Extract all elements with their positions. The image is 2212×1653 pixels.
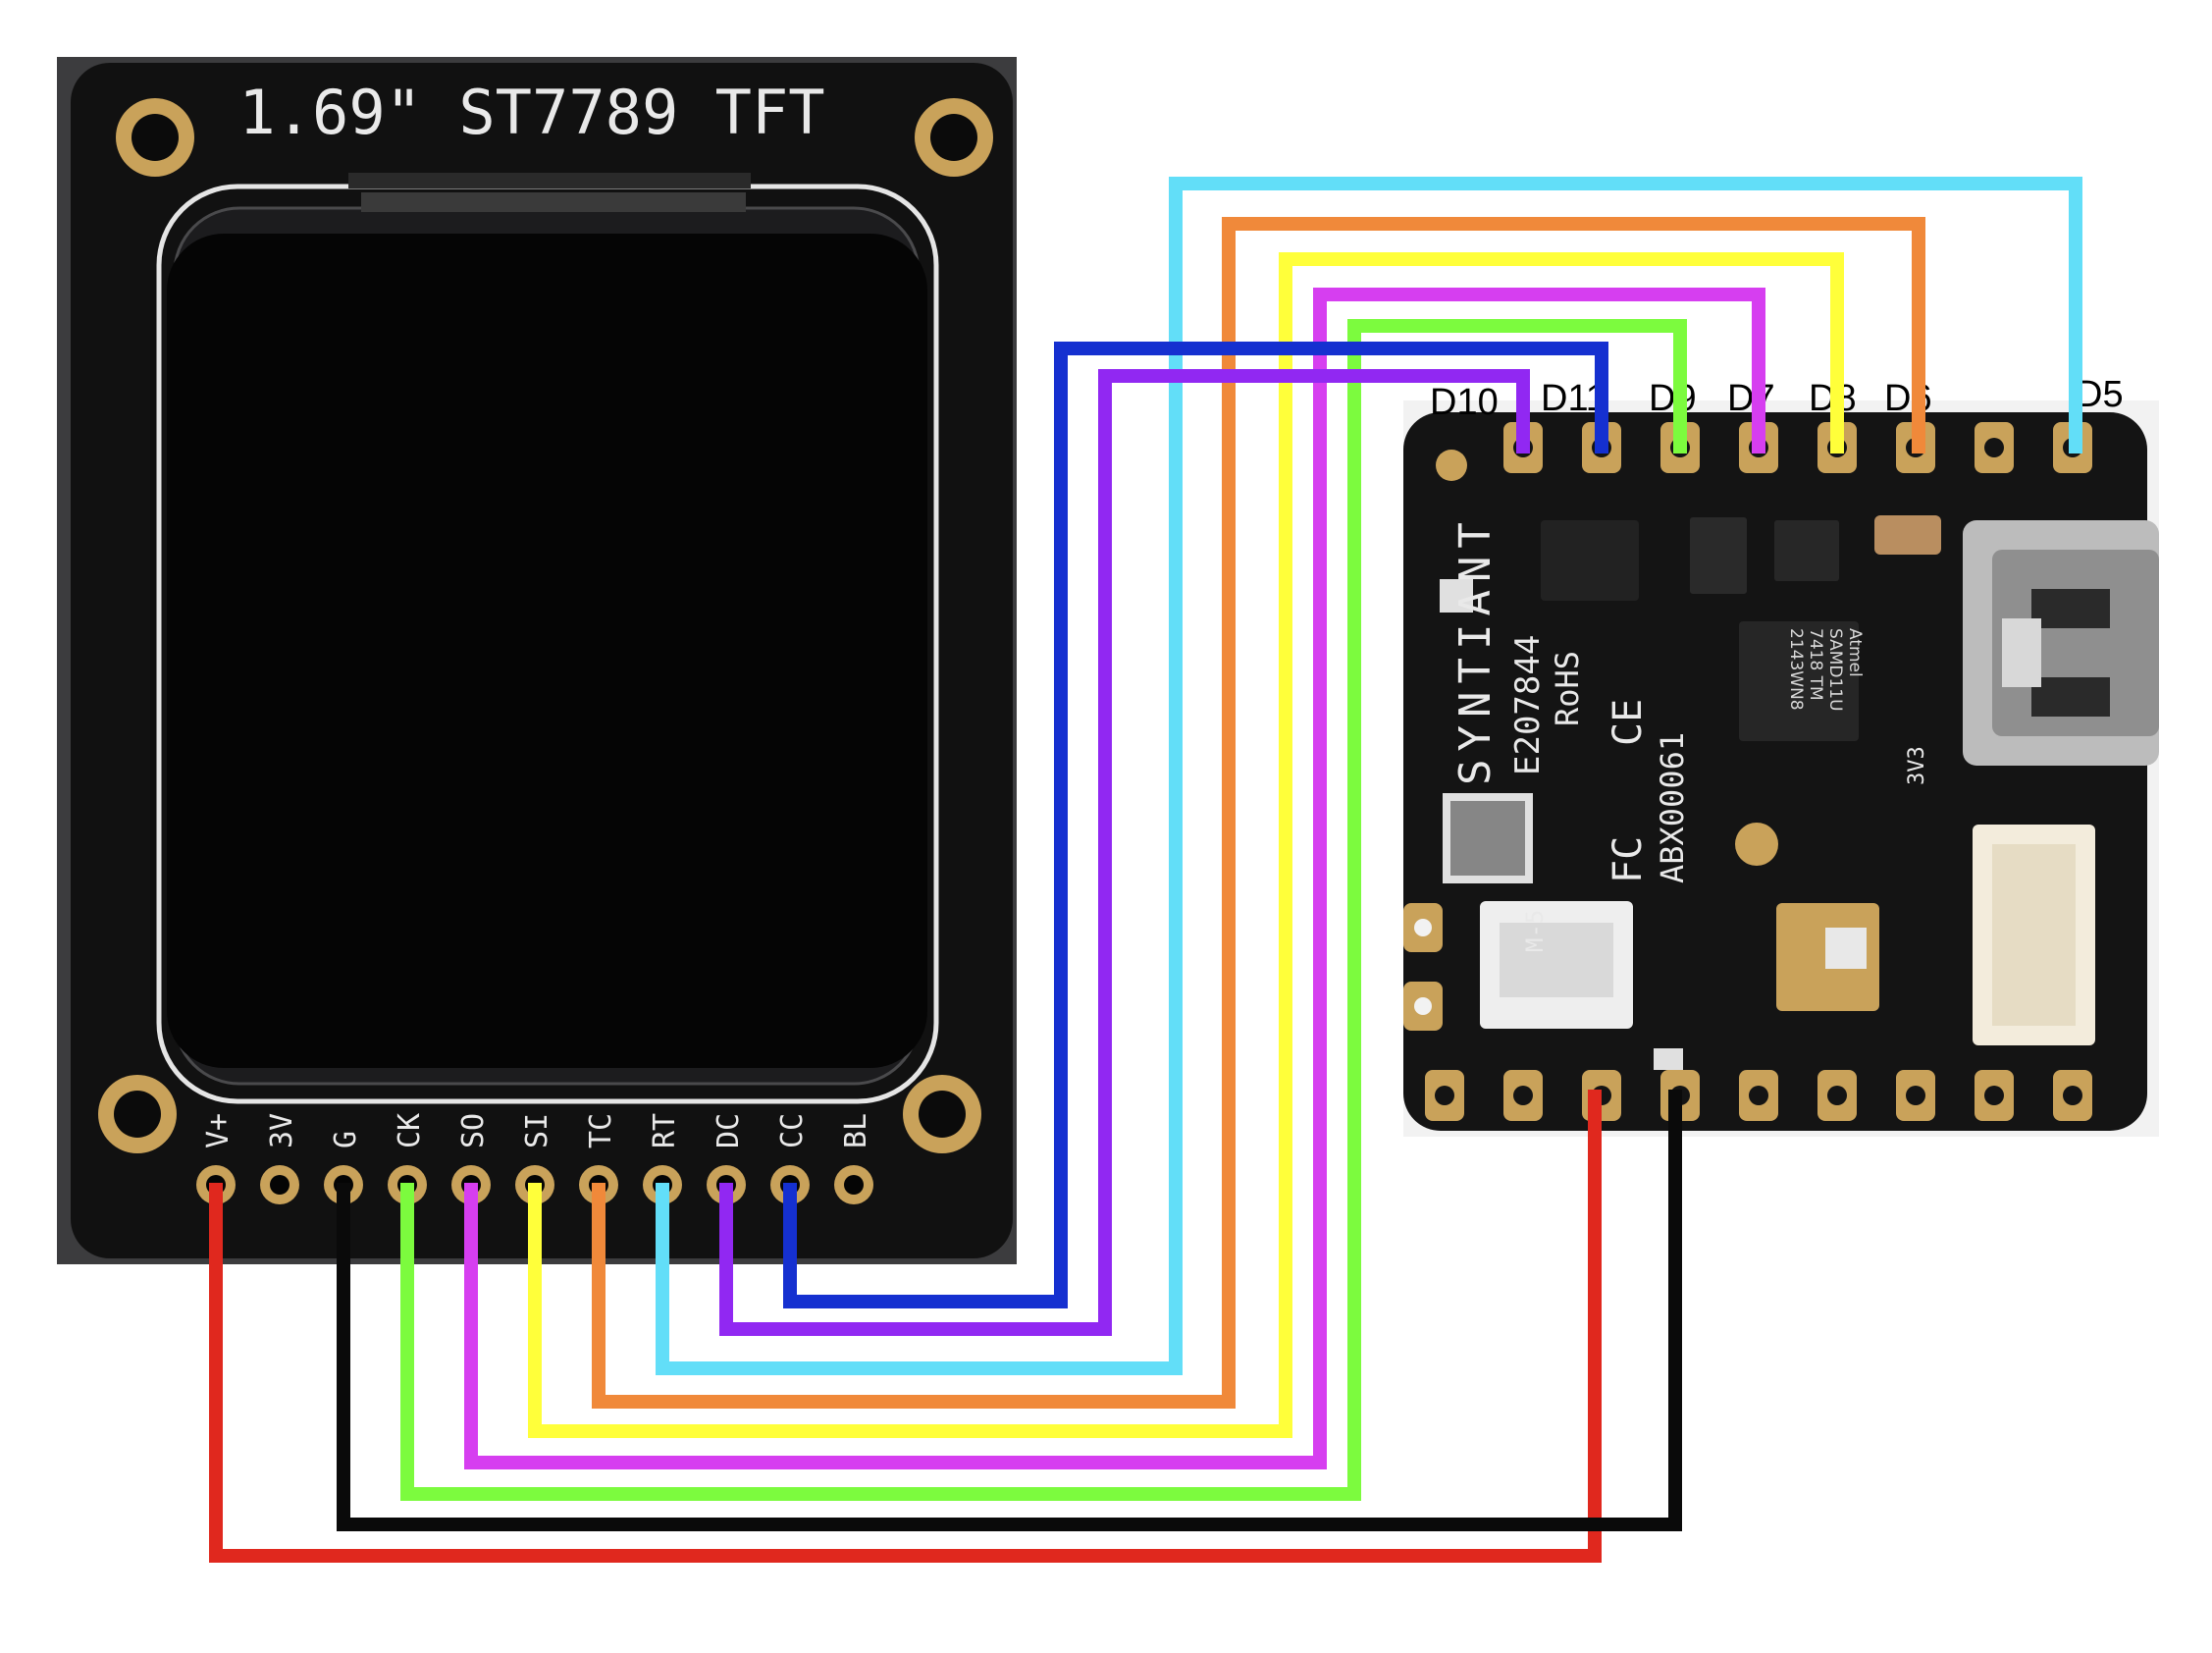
tft-screen (167, 234, 927, 1068)
tft-display-module: 1.69" ST7789 TFT (57, 57, 1017, 1264)
capacitor (1874, 515, 1941, 555)
small-chip (1774, 520, 1839, 581)
tft-pin-label: CK (393, 1113, 427, 1148)
via-pad (1436, 450, 1467, 481)
tft-pin-label: 3V (265, 1113, 299, 1148)
via-pad (1735, 823, 1778, 866)
wire-rt (656, 177, 2082, 1375)
fcc-mark: FC (1606, 836, 1651, 883)
tft-pin-label: V+ (201, 1113, 236, 1148)
3v3-text: 3V3 (1905, 746, 1929, 785)
chip-label: 2143WN8 (1786, 628, 1806, 711)
bottom-pin-header (1425, 1070, 2092, 1121)
jst-connector (1480, 901, 1633, 1029)
wire-so (464, 288, 1765, 1469)
mounting-hole-icon (116, 98, 194, 177)
wire-cc (783, 342, 1608, 1308)
wire-ck (400, 319, 1687, 1501)
pin-label-d7: D7 (1727, 378, 1775, 419)
chip-label: SAMD11U (1825, 628, 1845, 712)
wire-vplus (209, 1090, 1602, 1563)
tft-pin-3v: 3V (260, 1113, 299, 1204)
mounting-hole-icon (98, 1075, 177, 1153)
mounting-hole-icon (915, 98, 993, 177)
jst-connector (1973, 825, 2095, 1045)
sensor-chip (1541, 520, 1639, 601)
ce-mark: CE (1606, 699, 1651, 746)
wires (209, 177, 2082, 1563)
chip-label: Atmel (1845, 628, 1865, 677)
rohs-text: RoHS (1549, 651, 1586, 726)
tft-pin-label: RT (648, 1113, 682, 1148)
part-number-text: ABX00061 (1654, 732, 1691, 883)
microcontroller-board: Atmel SAMD11U 7418 TM 2143WN8 SYNTIANT E… (1403, 400, 2159, 1137)
wire-dc (719, 369, 1530, 1336)
tft-pin-label: SI (520, 1113, 554, 1148)
tft-pin-label: BL (839, 1113, 873, 1148)
mounting-hole-icon (903, 1075, 981, 1153)
tft-pin-label: TC (584, 1113, 618, 1148)
pin-label-d9: D9 (1649, 378, 1697, 419)
pin-label-d5: D5 (2076, 374, 2124, 415)
display-title: 1.69" ST7789 TFT (238, 77, 824, 148)
pin-label-d10: D10 (1430, 382, 1499, 423)
brand-text: SYNTIANT (1450, 514, 1501, 785)
wire-tc (592, 217, 1925, 1409)
usb-connector (1963, 520, 2159, 766)
tft-pin-label: CC (775, 1113, 810, 1148)
tft-pin-bl: BL (834, 1113, 873, 1204)
m5-text: M-5 (1521, 910, 1549, 952)
board-id-text: E207844 (1508, 635, 1548, 775)
wire-gnd (337, 1090, 1682, 1531)
tft-pin-label: G (329, 1131, 363, 1148)
wire-si (528, 252, 1844, 1438)
regulator-chip (1690, 517, 1747, 594)
microcontroller-chip: Atmel SAMD11U 7418 TM 2143WN8 (1739, 621, 1865, 741)
tft-pin-label: SO (456, 1113, 491, 1148)
tft-pin-label: DC (711, 1113, 746, 1148)
chip-label: 7418 TM (1806, 628, 1825, 701)
side-pads (1403, 903, 1443, 1031)
